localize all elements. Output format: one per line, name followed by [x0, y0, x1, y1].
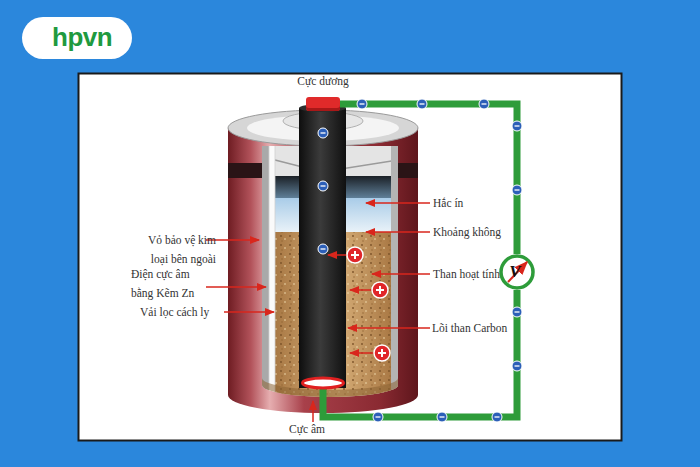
- ion-arrow: [350, 352, 374, 354]
- electron-dot: [512, 361, 522, 371]
- electron-symbol: [318, 181, 328, 191]
- minus-sign: [495, 416, 500, 417]
- shell-band: [228, 163, 262, 178]
- terminal-ring: [303, 378, 344, 388]
- electron-symbol: [417, 99, 427, 109]
- electron-symbol: [318, 128, 328, 138]
- shell-band: [398, 163, 418, 178]
- electron-symbol: [512, 361, 522, 371]
- leader-line: [366, 231, 430, 233]
- part-label: Khoảng không: [433, 223, 501, 242]
- terminal-label: Cực âm: [289, 422, 325, 436]
- terminal-label: Cực dương: [297, 74, 348, 88]
- ion-dot: [374, 345, 390, 361]
- electron-symbol: [492, 412, 502, 422]
- electron-symbol: [479, 99, 489, 109]
- positive-terminal: Cực dương: [306, 97, 340, 111]
- minus-sign: [360, 103, 365, 104]
- minus-sign: [420, 103, 425, 104]
- zinc-electrode: [262, 140, 269, 400]
- electron-dot: [357, 99, 367, 109]
- ion-symbol: [372, 282, 388, 298]
- plus-sign: [376, 286, 384, 294]
- electron-symbol: [373, 412, 383, 422]
- electron-dot: [437, 412, 447, 422]
- minus-sign: [515, 311, 520, 312]
- meter-symbol: V: [499, 254, 531, 290]
- leader-line: [366, 202, 430, 204]
- terminal-outline: [301, 377, 345, 389]
- electron-dot: [318, 181, 328, 191]
- part-label: Hắc ín: [433, 194, 463, 213]
- minus-sign: [482, 103, 487, 104]
- logo-pill: [22, 17, 132, 59]
- voltmeter: V: [499, 254, 535, 290]
- part-label: Vỏ bảo vệ kim loại bên ngoài: [134, 231, 216, 269]
- plus-sign: [378, 349, 386, 357]
- electron-group: [318, 99, 522, 422]
- minus-sign: [515, 189, 520, 190]
- minus-sign: [321, 248, 326, 249]
- leader-line: [372, 273, 430, 275]
- wire: [323, 290, 517, 417]
- ion-symbol: [347, 247, 363, 263]
- leader-group: [206, 203, 430, 422]
- plus-sign: [351, 251, 359, 259]
- electron-symbol: [318, 244, 328, 254]
- wire-group: [323, 104, 517, 417]
- electron-symbol: [357, 99, 367, 109]
- leader-line: [348, 327, 430, 329]
- electron-symbol: [437, 412, 447, 422]
- bottom-shade: [262, 378, 398, 400]
- electron-dot: [479, 99, 489, 109]
- wire: [340, 104, 517, 254]
- electron-dot: [318, 244, 328, 254]
- separator: [269, 140, 275, 400]
- minus-sign: [515, 125, 520, 126]
- part-label: Vải lọc cách ly: [140, 303, 209, 322]
- ion-dot: [372, 282, 388, 298]
- ion-arrow: [350, 289, 372, 291]
- logo-text: hpvn: [52, 17, 112, 57]
- part-label: Điện cực âm bằng Kẽm Zn: [131, 265, 205, 303]
- minus-sign: [515, 365, 520, 366]
- ion-group: [347, 247, 390, 361]
- frame: [79, 74, 622, 441]
- ion-dot: [347, 247, 363, 263]
- ion-symbol: [374, 345, 390, 361]
- electron-dot: [512, 185, 522, 195]
- electron-dot: [373, 412, 383, 422]
- electron-symbol: [512, 185, 522, 195]
- minus-sign: [321, 132, 326, 133]
- electron-dot: [318, 128, 328, 138]
- electron-dot: [512, 307, 522, 317]
- part-label: Than hoạt tính: [433, 265, 500, 284]
- leader-line: [312, 401, 314, 422]
- leader-line: [224, 311, 274, 313]
- electron-dot: [492, 412, 502, 422]
- part-label: Lõi than Carbon: [432, 319, 507, 338]
- ion-arrow: [328, 254, 347, 256]
- electron-symbol: [512, 121, 522, 131]
- minus-sign: [376, 416, 381, 417]
- electron-symbol: [512, 307, 522, 317]
- electron-dot: [512, 121, 522, 131]
- carbon-rod: [299, 108, 346, 388]
- minus-sign: [440, 416, 445, 417]
- inner-wall: [391, 140, 398, 400]
- leader-line: [206, 286, 266, 288]
- electron-dot: [417, 99, 427, 109]
- minus-sign: [321, 185, 326, 186]
- negative-terminal: Cực âm: [301, 377, 345, 389]
